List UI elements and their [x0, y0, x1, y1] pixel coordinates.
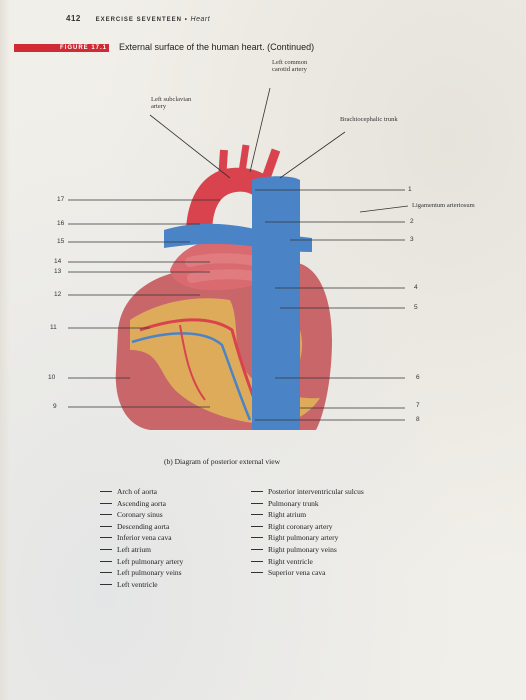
chapter-subject: Heart [190, 16, 211, 23]
term-text: Right coronary artery [268, 521, 333, 531]
callout-number: 16 [57, 220, 65, 227]
left-leader-lines [68, 87, 346, 408]
callout-number: 10 [48, 374, 56, 381]
answer-blank[interactable] [100, 583, 112, 585]
callout-number: 14 [54, 258, 62, 265]
term-item: Arch of aorta [100, 486, 183, 498]
term-text: Left pulmonary artery [117, 556, 184, 566]
page-edge-shadow [0, 0, 10, 700]
term-item: Left pulmonary veins [100, 567, 183, 579]
answer-blank[interactable] [251, 572, 263, 574]
answer-blank[interactable] [100, 548, 112, 550]
callout-number: 13 [54, 268, 62, 275]
figure-caption: (b) Diagram of posterior external view [164, 457, 280, 466]
term-item: Left atrium [100, 544, 183, 556]
answer-blank[interactable] [251, 560, 263, 562]
figure-label-bar [14, 44, 109, 52]
term-item: Right ventricle [251, 556, 364, 568]
left-carotid-vessel [238, 144, 250, 173]
vena-cava [252, 176, 300, 430]
running-header: 412 EXERCISE SEVENTEEN • Heart [66, 14, 210, 23]
term-text: Arch of aorta [117, 487, 157, 496]
term-text: Posterior interventricular sulcus [268, 487, 364, 496]
answer-blank[interactable] [251, 548, 263, 550]
callout-number: 1 [408, 186, 412, 193]
term-text: Left ventricle [117, 579, 158, 589]
answer-blank[interactable] [251, 491, 263, 492]
answer-blank[interactable] [251, 502, 263, 504]
term-text: Right pulmonary veins [268, 544, 337, 554]
term-text: Ascending aorta [117, 498, 166, 508]
answer-blank[interactable] [100, 514, 112, 516]
label-ligamentum-arteriosum: Ligamentum arteriosum [412, 202, 475, 209]
term-item: Posterior interventricular sulcus [251, 486, 364, 498]
term-text: Left pulmonary veins [117, 568, 182, 578]
callout-number: 9 [53, 403, 57, 410]
brachiocephalic-vessel [261, 148, 281, 180]
term-item: Inferior vena cava [100, 532, 183, 544]
term-item: Right pulmonary artery [251, 532, 364, 544]
callout-number: 17 [57, 196, 65, 203]
answer-blank[interactable] [100, 491, 112, 492]
term-item: Coronary sinus [100, 509, 183, 521]
term-text: Left atrium [117, 544, 151, 554]
term-item: Right atrium [251, 509, 364, 521]
term-item: Pulmonary trunk [251, 498, 364, 510]
left-subclavian-vessel [218, 149, 228, 181]
figure-label: FIGURE 17.1 [60, 45, 108, 51]
term-text: Superior vena cava [268, 568, 326, 578]
term-text: Descending aorta [117, 521, 170, 531]
term-list-right: Posterior interventricular sulcus Pulmon… [251, 486, 364, 579]
term-text: Right pulmonary artery [268, 533, 339, 543]
callout-number: 3 [410, 236, 414, 243]
term-text: Right ventricle [268, 556, 313, 566]
callout-number: 15 [57, 238, 65, 245]
coronary-artery-red [139, 318, 264, 419]
callout-number: 7 [416, 402, 420, 409]
answer-blank[interactable] [251, 514, 263, 516]
term-item: Descending aorta [100, 521, 183, 533]
answer-blank[interactable] [100, 560, 112, 562]
term-item: Left pulmonary artery [100, 556, 183, 568]
callout-number: 4 [414, 284, 418, 291]
answer-blank[interactable] [100, 572, 112, 574]
label-brachiocephalic: Brachiocephalic trunk [340, 116, 398, 123]
term-text: Pulmonary trunk [268, 498, 319, 508]
callout-number: 2 [410, 218, 414, 225]
page-number: 412 [66, 14, 81, 23]
term-item: Superior vena cava [251, 567, 364, 579]
term-list-left: Arch of aorta Ascending aorta Coronary s… [100, 486, 183, 590]
term-item: Right coronary artery [251, 521, 364, 533]
figure-title: External surface of the human heart. (Co… [119, 42, 315, 52]
answer-blank[interactable] [100, 502, 112, 504]
header-separator: • [184, 17, 188, 23]
term-text: Coronary sinus [117, 510, 163, 520]
coronary-branch [179, 324, 206, 401]
term-item: Ascending aorta [100, 498, 183, 510]
term-text: Inferior vena cava [117, 533, 172, 543]
answer-blank[interactable] [100, 537, 112, 539]
term-text: Right atrium [268, 510, 307, 520]
answer-blank[interactable] [251, 525, 263, 527]
term-item: Right pulmonary veins [251, 544, 364, 556]
label-left-subclavian: Left subclavian artery [151, 96, 192, 110]
coronary-vein-blue [131, 332, 252, 421]
callout-number: 5 [414, 304, 418, 311]
answer-blank[interactable] [100, 525, 112, 527]
answer-blank[interactable] [251, 537, 263, 539]
callout-number: 11 [50, 324, 57, 331]
callout-number: 12 [54, 291, 62, 298]
callout-number: 6 [416, 374, 420, 381]
chapter-name: EXERCISE SEVENTEEN [95, 17, 182, 23]
callout-number: 8 [416, 416, 420, 423]
label-left-common-carotid: Left common carotid artery [272, 59, 308, 73]
term-item: Left ventricle [100, 579, 183, 591]
right-leader-lines [255, 189, 409, 421]
